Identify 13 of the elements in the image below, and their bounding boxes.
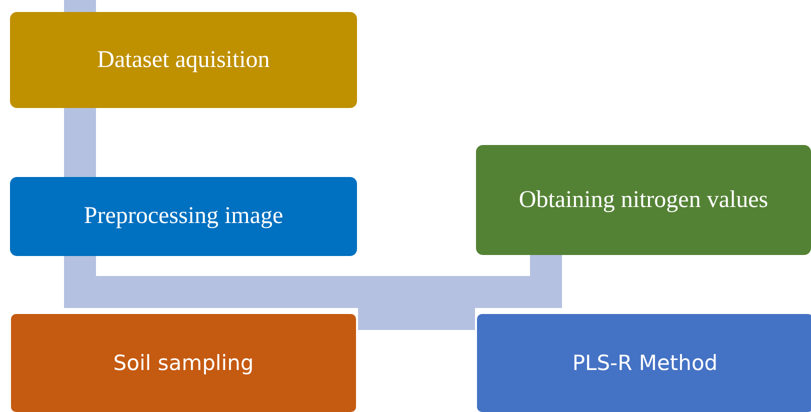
process-box — [9, 312, 358, 412]
process-box — [475, 312, 811, 412]
connector-band — [64, 0, 96, 12]
connector-band — [64, 255, 562, 308]
node-label: Soil sampling — [113, 351, 254, 375]
process-box — [476, 145, 811, 255]
process-box — [10, 12, 357, 108]
process-box — [10, 177, 357, 256]
connector-band — [64, 108, 96, 177]
node-label: PLS-R Method — [572, 351, 718, 375]
node-label: Dataset aquisition — [97, 46, 270, 74]
node-label: Obtaining nitrogen values — [518, 186, 768, 214]
node-label: Preprocessing image — [84, 203, 284, 230]
